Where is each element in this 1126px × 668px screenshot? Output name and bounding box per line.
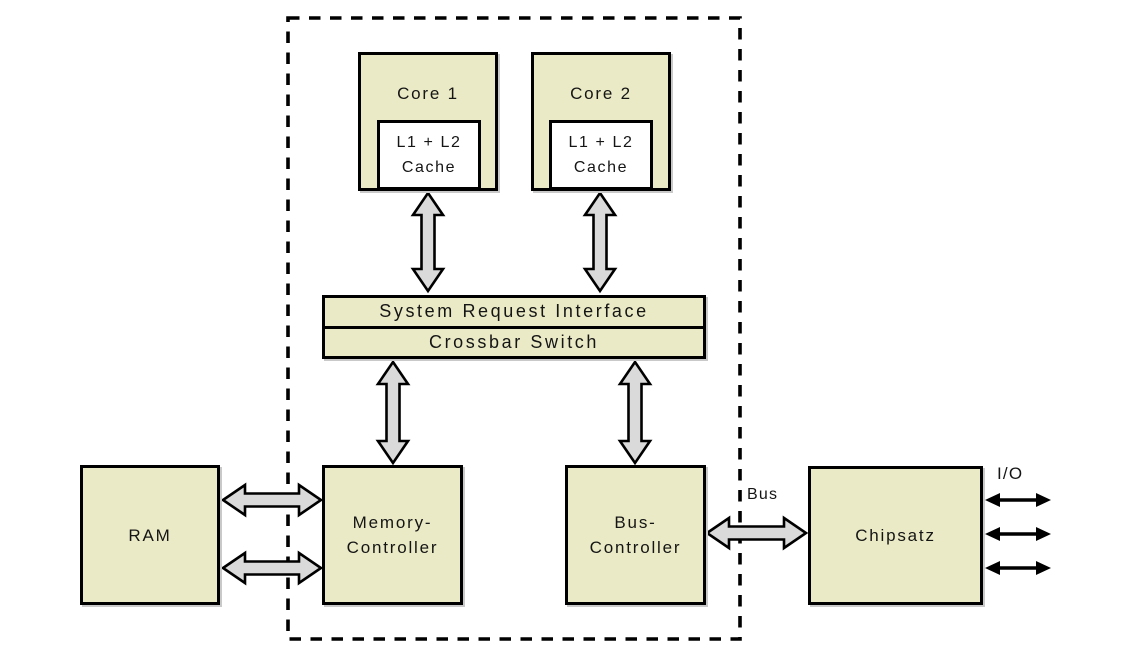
cache2-line1: L1 + L2	[568, 134, 634, 151]
system-request-interface-bar: System Request Interface	[325, 298, 703, 329]
cache2-line2: Cache	[573, 159, 629, 176]
crossbar-switch-label: Crossbar Switch	[428, 331, 600, 352]
arrow-ram-memory-controller-lower	[220, 550, 324, 586]
arrow-cache2-sri	[582, 190, 618, 294]
arrow-io-3	[985, 561, 1051, 575]
system-request-interface-label: System Request Interface	[379, 301, 649, 322]
cache1-line2: Cache	[401, 159, 457, 176]
arrow-ram-memory-controller-upper	[220, 482, 324, 518]
ram-box: RAM	[80, 465, 220, 605]
interconnect-bars: System Request Interface Crossbar Switch	[322, 295, 706, 359]
cache1-line1: L1 + L2	[396, 134, 462, 151]
arrow-io-1	[985, 493, 1051, 507]
arrow-io-2	[985, 527, 1051, 541]
arrow-cache1-sri	[410, 190, 446, 294]
bus-controller-line2: Controller	[589, 538, 682, 557]
bus-label: Bus	[747, 486, 779, 503]
arrow-crossbar-memory-controller	[375, 359, 411, 466]
arrow-crossbar-bus-controller	[617, 359, 653, 466]
chipsatz-label: Chipsatz	[855, 526, 936, 545]
core1-label: Core 1	[397, 84, 459, 103]
bus-controller-box: Bus- Controller	[565, 465, 706, 605]
ram-label: RAM	[128, 525, 172, 545]
memory-controller-line2: Controller	[346, 538, 439, 557]
memory-controller-box: Memory- Controller	[322, 465, 463, 605]
bus-controller-line1: Bus-	[614, 513, 657, 532]
core2-label: Core 2	[570, 84, 632, 103]
cpu-die-boundary-dashed-rect	[286, 16, 742, 641]
cache1-box: L1 + L2 Cache	[377, 120, 481, 190]
memory-controller-line1: Memory-	[352, 513, 433, 532]
cache2-box: L1 + L2 Cache	[549, 120, 653, 190]
io-label: I/O	[997, 464, 1024, 483]
chipsatz-box: Chipsatz	[808, 466, 983, 605]
crossbar-switch-bar: Crossbar Switch	[325, 329, 703, 357]
arrow-bus-controller-chipsatz	[704, 515, 809, 551]
